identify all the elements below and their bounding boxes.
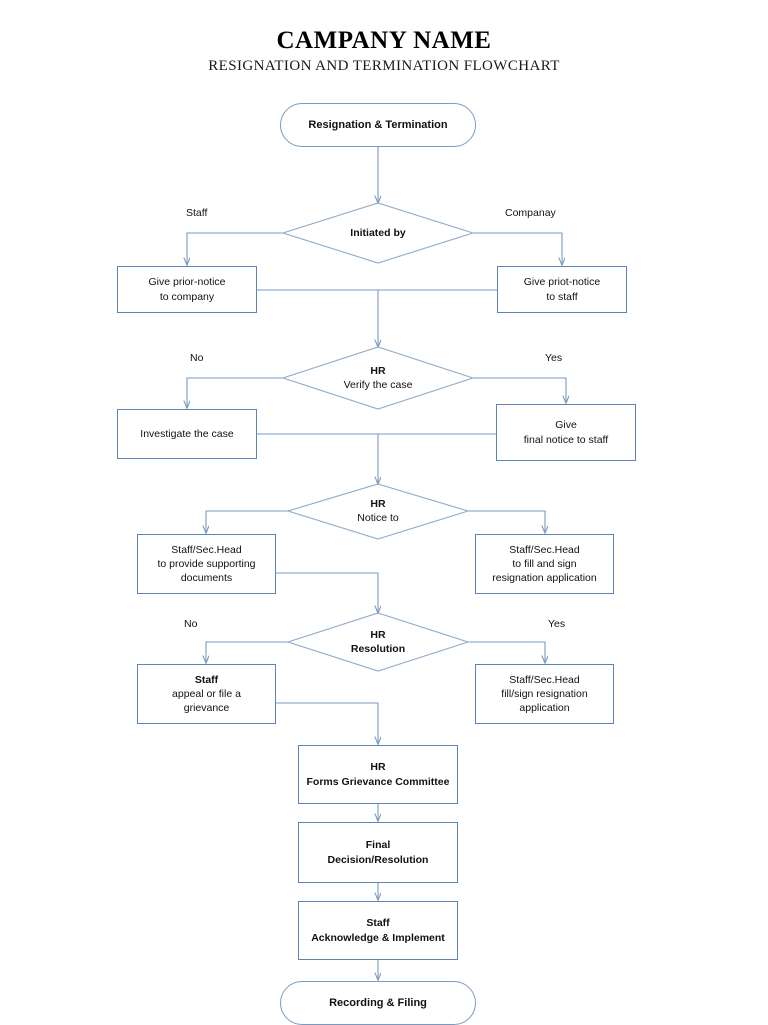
node-fill-sign-line-1: Staff/Sec.Head (509, 543, 580, 556)
node-give-prior-notice-to-company[interactable]: Give prior-notice to company (117, 266, 257, 313)
branch-label-resolution-no: No (184, 618, 198, 630)
edge-hr-notice-supporting (206, 510, 288, 533)
node-final-notice-line-1: Give (555, 419, 577, 432)
node-staff-sec-head-fill-sign-resignation-application[interactable]: Staff/Sec.Head fill/sign resignation app… (475, 664, 614, 724)
node-fill-sign2-line-2: fill/sign resignation (501, 687, 588, 700)
node-committee-line-2: Forms Grievance Committee (306, 775, 450, 788)
node-supporting-line-2: to provide supporting (157, 557, 256, 570)
node-fill-sign-line-2: to fill and sign (512, 557, 577, 570)
node-staff-acknowledge-and-implement[interactable]: Staff Acknowledge & Implement (298, 901, 458, 960)
node-prior-staff-line-2: to staff (546, 290, 578, 303)
edge-hr-verify-investigate (187, 377, 283, 408)
page-subtitle: RESIGNATION AND TERMINATION FLOWCHART (208, 58, 560, 74)
node-prior-company-line-1: Give prior-notice (148, 276, 226, 289)
node-end-recording-and-filing[interactable]: Recording & Filing (280, 981, 476, 1025)
node-prior-staff-line-1: Give priot-notice (523, 276, 601, 289)
decision-hr-verify-shape (281, 346, 475, 410)
node-staff-appeal-or-file-a-grievance[interactable]: Staff appeal or file a grievance (137, 664, 276, 724)
decision-hr-notice-shape (286, 483, 470, 540)
node-give-priot-notice-to-staff[interactable]: Give priot-notice to staff (497, 266, 627, 313)
edge-appeal-committee (276, 702, 378, 744)
branch-label-companay: Companay (505, 207, 556, 219)
node-appeal-line-2: appeal or file a (172, 687, 241, 700)
page-title: CAMPANY NAME (276, 27, 492, 54)
node-investigate-line-1: Investigate the case (140, 427, 234, 440)
node-fill-sign2-line-3: application (519, 702, 570, 715)
node-start[interactable]: Resignation & Termination (280, 103, 476, 147)
edge-hr-notice-fill-sign (468, 510, 545, 533)
node-final-decision-resolution[interactable]: Final Decision/Resolution (298, 822, 458, 883)
edge-hr-verify-final-notice (473, 377, 566, 403)
node-appeal-line-3: grievance (183, 702, 230, 715)
node-acknowledge-line-1: Staff (366, 917, 390, 930)
node-staff-sec-head-fill-and-sign-resignation-application[interactable]: Staff/Sec.Head to fill and sign resignat… (475, 534, 614, 594)
node-supporting-line-1: Staff/Sec.Head (171, 543, 242, 556)
node-prior-company-line-2: to company (159, 290, 215, 303)
node-end-line-1: Recording & Filing (329, 996, 427, 1009)
node-fill-sign-line-3: resignation application (492, 572, 597, 585)
node-final-decision-line-2: Decision/Resolution (327, 853, 429, 866)
branch-label-verify-no: No (190, 352, 204, 364)
node-acknowledge-line-2: Acknowledge & Implement (311, 931, 445, 944)
node-start-line-1: Resignation & Termination (308, 118, 448, 131)
node-investigate-the-case[interactable]: Investigate the case (117, 409, 257, 459)
edge-supporting-hr-resolution (276, 572, 378, 613)
branch-label-resolution-yes: Yes (548, 618, 566, 630)
node-committee-line-1: HR (370, 761, 386, 774)
edge-hr-resolution-fill-sign2 (468, 641, 545, 663)
edge-initiated-prior-staff (473, 232, 562, 265)
node-fill-sign2-line-1: Staff/Sec.Head (509, 673, 580, 686)
edge-hr-resolution-appeal (206, 641, 288, 663)
node-supporting-line-3: documents (180, 572, 233, 585)
node-final-notice-line-2: final notice to staff (523, 433, 609, 446)
node-final-decision-line-1: Final (365, 839, 391, 852)
node-hr-forms-grievance-committee[interactable]: HR Forms Grievance Committee (298, 745, 458, 804)
edge-initiated-prior-company (187, 232, 283, 265)
branch-label-staff: Staff (186, 207, 208, 219)
decision-initiated-by-shape (281, 202, 475, 264)
node-appeal-line-1: Staff (194, 673, 219, 686)
decision-hr-resolution-shape (286, 612, 470, 672)
node-give-final-notice-to-staff[interactable]: Give final notice to staff (496, 404, 636, 461)
node-staff-sec-head-provide-supporting-documents[interactable]: Staff/Sec.Head to provide supporting doc… (137, 534, 276, 594)
branch-label-verify-yes: Yes (545, 352, 563, 364)
